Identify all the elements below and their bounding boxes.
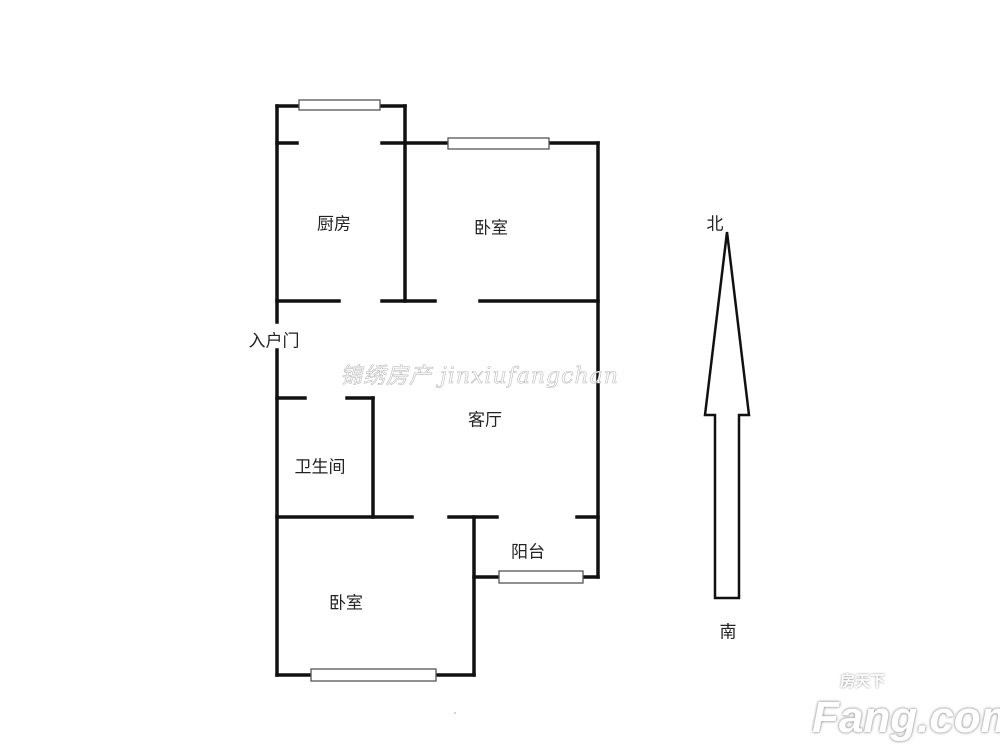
north-arrow-icon [703,231,751,600]
watermark: 锦绣房产 jinxiufangchan [340,364,619,390]
compass-north-label: 北 [706,214,724,235]
dot [454,712,456,714]
room-label-entrance: 入户门 [248,331,300,352]
window [447,137,550,150]
compass-south-label: 南 [719,622,737,643]
walls [275,104,600,677]
room-label-balcony: 阳台 [511,542,545,563]
logo-brand: Fang.com [812,693,1000,742]
room-label-bedroom-south: 卧室 [329,593,363,614]
room-label-bathroom: 卫生间 [294,457,346,478]
window [498,570,584,584]
fang-logo: 房天下 Fang.com [812,672,1000,750]
room-label-bedroom-north: 卧室 [474,218,508,239]
room-label-living-room: 客厅 [468,410,502,431]
window [298,99,381,111]
window [310,668,437,682]
room-label-kitchen: 厨房 [317,214,351,235]
logo-chinese: 房天下 [840,672,886,690]
windows [298,99,584,682]
